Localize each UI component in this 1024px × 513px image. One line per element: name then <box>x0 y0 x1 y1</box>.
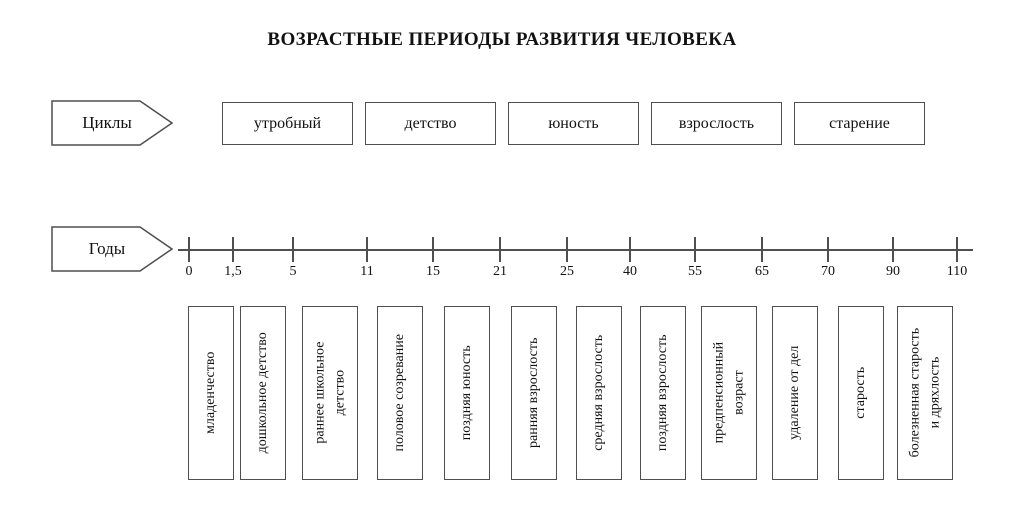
period-label: младенчество <box>203 351 219 435</box>
cycle-box-label: юность <box>548 114 599 132</box>
timeline-tick <box>694 237 696 262</box>
period-label: болезненная старость и дряхлость <box>907 328 942 458</box>
timeline-tick <box>827 237 829 262</box>
right-arrow-shape <box>51 226 173 272</box>
period-box: удаление от дел <box>772 306 818 480</box>
tick-label: 65 <box>755 264 769 279</box>
tick-label: 70 <box>821 264 835 279</box>
period-box: средняя взрослость <box>575 306 622 480</box>
period-label: предпенсионный возраст <box>710 342 746 444</box>
cycles-arrow: Циклы <box>51 100 173 146</box>
cycle-box: юность <box>508 102 639 145</box>
period-label: поздняя взрослость <box>654 334 670 452</box>
tick-label: 15 <box>426 264 440 279</box>
period-label: половое созревание <box>392 334 408 452</box>
timeline-tick <box>566 237 568 262</box>
timeline-tick <box>366 237 368 262</box>
years-arrow: Годы <box>51 226 173 272</box>
cycle-box: утробный <box>222 102 353 145</box>
period-box: половое созревание <box>377 306 423 480</box>
diagram-title: ВОЗРАСТНЫЕ ПЕРИОДЫ РАЗВИТИЯ ЧЕЛОВЕКА <box>267 29 737 50</box>
timeline-tick <box>499 237 501 262</box>
timeline-tick <box>761 237 763 262</box>
timeline-tick <box>232 237 234 262</box>
tick-label: 90 <box>886 264 900 279</box>
cycle-box: детство <box>365 102 496 145</box>
cycles-arrow-label: Циклы <box>82 113 132 132</box>
period-label: раннее школьное детство <box>312 341 347 445</box>
cycle-box-label: старение <box>829 114 890 132</box>
timeline-tick <box>629 237 631 262</box>
period-box: поздняя юность <box>443 306 490 480</box>
years-arrow-label: Годы <box>88 239 126 258</box>
tick-label: 5 <box>289 264 297 279</box>
timeline-axis <box>178 249 973 251</box>
cycle-box: старение <box>794 102 925 145</box>
period-label: ранняя взрослость <box>525 337 541 449</box>
period-label: поздняя юность <box>458 345 474 441</box>
timeline-tick <box>892 237 894 262</box>
timeline-tick <box>188 237 190 262</box>
tick-label: 55 <box>688 264 702 279</box>
tick-label: 21 <box>493 264 507 279</box>
tick-label: 40 <box>623 264 637 279</box>
tick-label: 0 <box>185 264 193 279</box>
cycle-box-label: взрослость <box>678 114 755 132</box>
period-label: дошкольное детство <box>255 332 271 454</box>
period-box: предпенсионный возраст <box>700 306 757 480</box>
tick-label: 110 <box>946 264 968 279</box>
period-box: поздняя взрослость <box>639 306 686 480</box>
cycle-box-label: утробный <box>253 114 322 132</box>
period-box: младенчество <box>188 306 234 480</box>
period-box: дошкольное детство <box>240 306 286 480</box>
right-arrow-shape <box>51 100 173 146</box>
timeline-tick <box>292 237 294 262</box>
cycle-box-label: детство <box>404 114 457 132</box>
period-box: раннее школьное детство <box>302 306 358 480</box>
period-box: старость <box>837 306 884 480</box>
period-box: ранняя взрослость <box>510 306 557 480</box>
period-label: удаление от дел <box>787 345 803 441</box>
tick-label: 1,5 <box>224 264 242 279</box>
cycle-box: взрослость <box>651 102 782 145</box>
period-box: болезненная старость и дряхлость <box>897 306 953 480</box>
tick-label: 11 <box>360 264 374 279</box>
period-label: старость <box>852 367 868 419</box>
timeline-tick <box>956 237 958 262</box>
timeline-tick <box>432 237 434 262</box>
period-label: средняя взрослость <box>590 335 606 451</box>
tick-label: 25 <box>560 264 574 279</box>
